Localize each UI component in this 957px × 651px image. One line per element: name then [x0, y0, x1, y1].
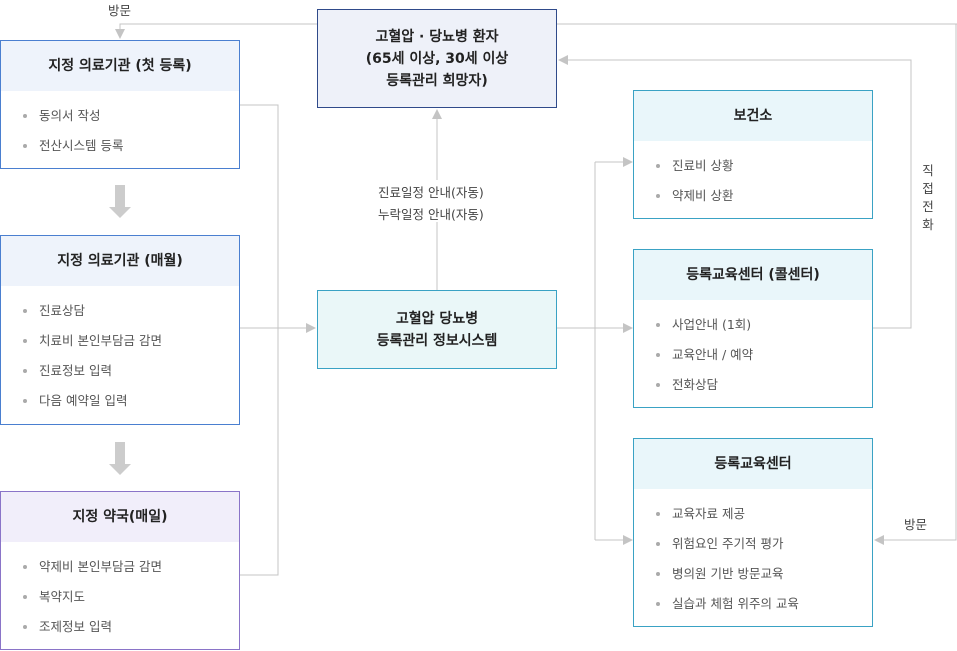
list-item: 위험요인 주기적 평가 [656, 529, 872, 559]
patient-box: 고혈압 · 당뇨병 환자 (65세 이상, 30세 이상 등록관리 희망자) [317, 9, 557, 108]
direct-call-line [558, 55, 912, 329]
list-item: 동의서 작성 [23, 101, 239, 131]
clinic-first-registration-list: 동의서 작성 전산시스템 등록 [1, 91, 239, 161]
list-item: 약제비 상환 [656, 181, 872, 211]
call-center-box: 등록교육센터 (콜센터) 사업안내 (1회) 교육안내 / 예약 전화상담 [633, 249, 873, 408]
education-center-list: 교육자료 제공 위험요인 주기적 평가 병의원 기반 방문교육 실습과 체험 위… [634, 489, 872, 619]
info-system-line-2: 등록관리 정보시스템 [376, 332, 498, 349]
pharmacy-daily-title: 지정 약국(매일) [1, 492, 239, 542]
left-bracket-line [240, 104, 279, 576]
clinic-first-registration-box: 지정 의료기관 (첫 등록) 동의서 작성 전산시스템 등록 [0, 40, 240, 169]
list-item: 병의원 기반 방문교육 [656, 559, 872, 589]
call-center-list: 사업안내 (1회) 교육안내 / 예약 전화상담 [634, 300, 872, 400]
down-arrow-2 [109, 442, 131, 475]
direct-call-label: 직 접 전 화 [922, 163, 934, 232]
down-arrow-1 [109, 185, 131, 218]
pharmacy-daily-box: 지정 약국(매일) 약제비 본인부담금 감면 복약지도 조제정보 입력 [0, 491, 240, 650]
list-item: 사업안내 (1회) [656, 310, 872, 340]
call-center-title: 등록교육센터 (콜센터) [634, 250, 872, 300]
list-item: 다음 예약일 입력 [23, 386, 239, 416]
missed-label: 누락일정 안내(자동) [378, 207, 484, 222]
patient-line-3: 등록관리 희망자) [386, 72, 488, 89]
pharmacy-daily-list: 약제비 본인부담금 감면 복약지도 조제정보 입력 [1, 542, 239, 642]
education-center-box: 등록교육센터 교육자료 제공 위험요인 주기적 평가 병의원 기반 방문교육 실… [633, 438, 873, 627]
schedule-label: 진료일정 안내(자동) [378, 185, 484, 200]
patient-line-2: (65세 이상, 30세 이상 [365, 50, 509, 67]
patient-line-1: 고혈압 · 당뇨병 환자 [375, 28, 499, 45]
clinic-first-registration-title: 지정 의료기관 (첫 등록) [1, 41, 239, 91]
list-item: 약제비 본인부담금 감면 [23, 552, 239, 582]
info-system-box: 고혈압 당뇨병 등록관리 정보시스템 [317, 290, 557, 369]
clinic-monthly-list: 진료상담 치료비 본인부담금 감면 진료정보 입력 다음 예약일 입력 [1, 286, 239, 416]
health-center-title: 보건소 [634, 91, 872, 141]
list-item: 조제정보 입력 [23, 612, 239, 642]
list-item: 교육안내 / 예약 [656, 340, 872, 370]
health-center-box: 보건소 진료비 상황 약제비 상환 [633, 90, 873, 219]
list-item: 진료정보 입력 [23, 356, 239, 386]
outer-visit-right-line [874, 24, 957, 545]
visit-right-label: 방문 [904, 517, 928, 532]
list-item: 치료비 본인부담금 감면 [23, 326, 239, 356]
list-item: 전화상담 [656, 370, 872, 400]
clinic-monthly-box: 지정 의료기관 (매월) 진료상담 치료비 본인부담금 감면 진료정보 입력 다… [0, 235, 240, 425]
health-center-list: 진료비 상황 약제비 상환 [634, 141, 872, 211]
clinic-monthly-title: 지정 의료기관 (매월) [1, 236, 239, 286]
list-item: 진료비 상황 [656, 151, 872, 181]
list-item: 복약지도 [23, 582, 239, 612]
visit-top-left-line [115, 23, 317, 39]
list-item: 전산시스템 등록 [23, 131, 239, 161]
list-item: 교육자료 제공 [656, 499, 872, 529]
list-item: 실습과 체험 위주의 교육 [656, 589, 872, 619]
education-center-title: 등록교육센터 [634, 439, 872, 489]
visit-top-label: 방문 [108, 3, 132, 18]
list-item: 진료상담 [23, 296, 239, 326]
info-system-line-1: 고혈압 당뇨병 [395, 310, 479, 327]
